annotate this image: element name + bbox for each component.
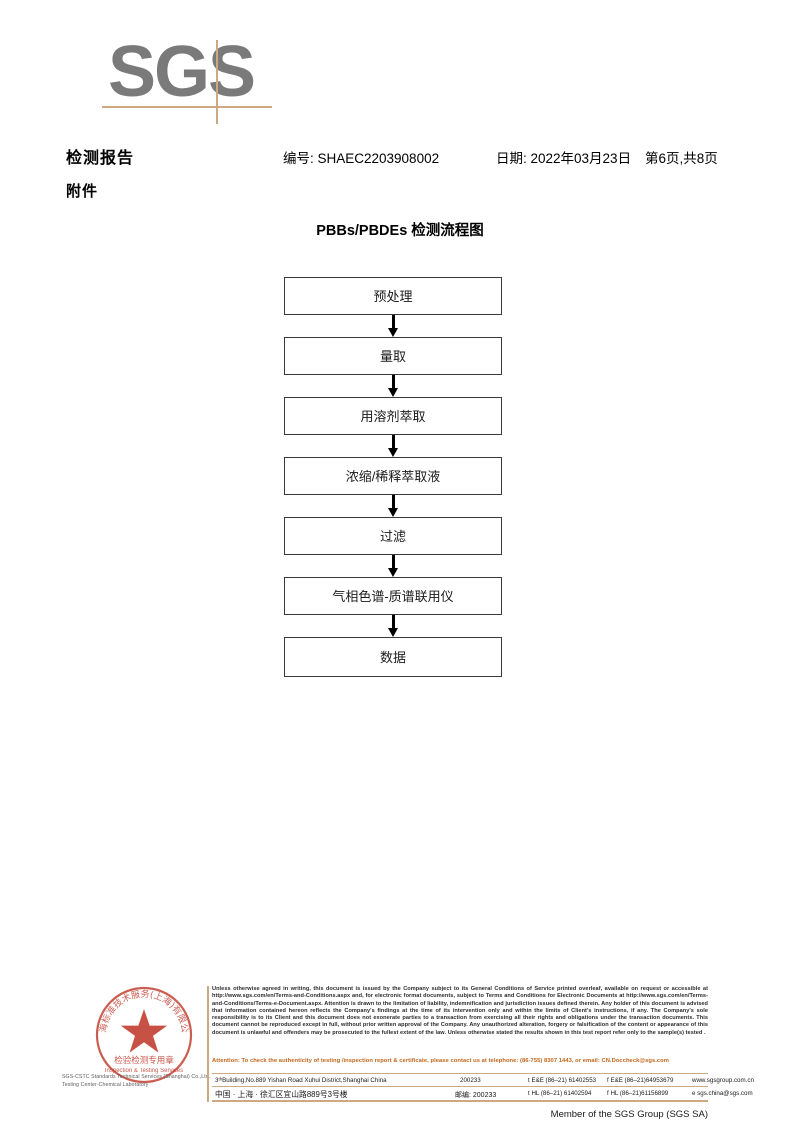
address-row-english: 3ᵗʰBuilding,No.889 Yishan Road Xuhui Dis…	[212, 1075, 754, 1088]
inspection-stamp-icon: 上海标准技术服务(上海)有限公司 检验检测专用章 Inspection & Te…	[92, 983, 196, 1087]
flow-arrow-icon	[284, 555, 502, 577]
sgs-wordmark: SGS	[108, 32, 256, 112]
flow-node-label: 量取	[379, 348, 406, 364]
address-street-cn: 中国 · 上海 · 徐汇区宜山路889号3号楼	[215, 1090, 348, 1099]
flow-node: 过滤	[284, 517, 502, 555]
flow-node: 量取	[284, 337, 502, 375]
flow-node: 用溶剂萃取	[284, 397, 502, 435]
flow-arrow-icon	[284, 435, 502, 457]
address-email-cn: e sgs.china@sgs.com	[692, 1090, 753, 1097]
address-rule-top	[212, 1073, 708, 1074]
flow-arrow-icon	[284, 615, 502, 637]
sgs-logo: SGS	[102, 32, 288, 128]
report-date: 日期: 2022年03月23日	[496, 151, 632, 166]
report-header: 检测报告 编号: SHAEC2203908002 日期: 2022年03月23日…	[66, 144, 746, 170]
flow-node: 气相色谱-质谱联用仪	[284, 577, 502, 615]
address-tel2-cn: f HL (86–21)61156899	[607, 1090, 669, 1097]
legal-disclaimer: Unless otherwise agreed in writing, this…	[212, 986, 708, 1036]
address-postcode-en: 200233	[460, 1077, 481, 1084]
flow-node-label: 浓缩/稀释萃取液	[345, 468, 441, 484]
flow-node: 预处理	[284, 277, 502, 315]
flowchart: 预处理 量取 用溶剂萃取 浓缩/稀释萃取液 过滤 气相色谱-	[284, 277, 504, 677]
address-street-en: 3ᵗʰBuilding,No.889 Yishan Road Xuhui Dis…	[215, 1077, 387, 1084]
address-row-chinese: 中国 · 上海 · 徐汇区宜山路889号3号楼 邮编: 200233 t HL …	[212, 1088, 753, 1101]
address-web-en: www.sgsgroup.com.cn	[692, 1077, 754, 1084]
flow-node: 数据	[284, 637, 502, 677]
address-rule-bottom	[212, 1100, 708, 1102]
svg-text:Inspection & Testing Services: Inspection & Testing Services	[105, 1068, 183, 1074]
stamp-company-line2: Testing Center-Chemical Laboratory	[62, 1082, 149, 1088]
stamp-company-line1: SGS-CSTC Standards Technical Services (S…	[62, 1074, 211, 1080]
page-title: 检测报告	[66, 150, 135, 167]
address-tel2-en: f E&E (86–21)64953679	[607, 1077, 674, 1084]
flow-arrow-icon	[284, 315, 502, 337]
attachment-label: 附件	[66, 183, 99, 200]
attention-notice: Attention: To check the authenticity of …	[212, 1058, 669, 1064]
logo-vertical-rule	[216, 40, 218, 124]
address-rule-middle	[212, 1086, 708, 1087]
footer-vertical-divider	[207, 986, 209, 1102]
address-tel1-en: t E&E (86–21) 61402553	[528, 1077, 597, 1084]
page-number: 第6页,共8页	[645, 151, 718, 166]
flow-arrow-icon	[284, 375, 502, 397]
stamp-company-name: SGS-CSTC Standards Technical Services (S…	[62, 1073, 212, 1089]
flowchart-title: PBBs/PBDEs 检测流程图	[316, 223, 484, 239]
address-postcode-cn: 邮编: 200233	[455, 1092, 497, 1099]
address-tel1-cn: t HL (86–21) 61402594	[528, 1090, 592, 1097]
flow-node-label: 过滤	[379, 528, 406, 544]
flow-node-label: 数据	[379, 649, 406, 665]
flow-node: 浓缩/稀释萃取液	[284, 457, 502, 495]
flow-node-label: 预处理	[373, 288, 413, 304]
report-number: 编号: SHAEC2203908002	[283, 151, 440, 166]
flow-node-label: 用溶剂萃取	[360, 408, 426, 424]
svg-text:检验检测专用章: 检验检测专用章	[114, 1055, 174, 1066]
member-of-group-line: Member of the SGS Group (SGS SA)	[550, 1109, 708, 1120]
flow-node-label: 气相色谱-质谱联用仪	[332, 588, 454, 604]
logo-horizontal-rule	[102, 106, 272, 108]
flow-arrow-icon	[284, 495, 502, 517]
